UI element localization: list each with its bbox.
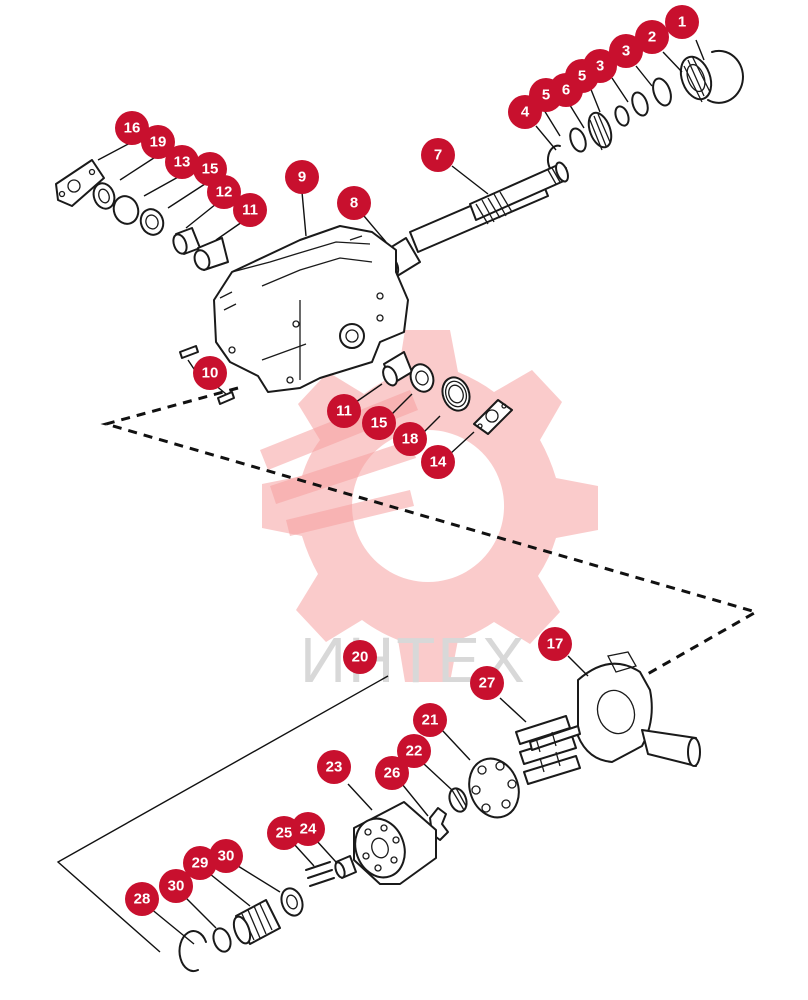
svg-text:3: 3 [622,43,630,60]
pins-part-25 [305,861,335,887]
pin-part-24 [334,855,357,879]
svg-text:13: 13 [174,154,191,171]
svg-text:11: 11 [336,403,352,420]
svg-text:26: 26 [384,765,401,782]
svg-text:5: 5 [542,87,550,104]
callout-9: 9 [285,160,319,194]
svg-text:23: 23 [326,759,343,776]
callout-4: 4 [508,95,542,129]
o-ring-part [112,195,140,225]
washer-part-15 [409,363,435,393]
callout-30-top: 30 [209,839,243,873]
sleeve-part-12 [172,227,201,255]
callout-29: 29 [183,846,217,880]
svg-text:4: 4 [521,104,530,121]
seal-part [92,182,116,210]
callout-2: 2 [635,20,669,54]
piston-set-part [515,715,581,785]
ball-bearing-part [441,376,471,412]
callout-18: 18 [393,422,427,456]
callout-6: 6 [549,73,583,107]
callout-10: 10 [193,356,227,390]
callout-20: 20 [343,640,377,674]
svg-text:17: 17 [547,636,564,653]
spring-washer-part-30-top [280,887,304,917]
callout-27: 27 [470,666,504,700]
callout-1: 1 [665,5,699,39]
callout-12: 12 [207,175,241,209]
svg-text:21: 21 [422,712,439,729]
svg-text:5: 5 [578,68,586,85]
drive-shaft-part [409,161,569,253]
bearing-part [679,55,713,103]
bushing-part-11-bottom [382,351,413,387]
snap-ring-part-28 [178,930,207,973]
thrust-bearing-part [587,111,613,151]
svg-text:3: 3 [596,58,604,75]
callout-11-top: 11 [233,193,267,227]
snap-ring-part [707,49,744,104]
svg-text:24: 24 [300,821,317,838]
callout-14: 14 [421,445,455,479]
svg-text:20: 20 [352,649,369,666]
rear-flange-part [473,399,513,435]
leader-lines [97,39,705,945]
group-bracket-line [56,675,389,953]
svg-text:15: 15 [202,161,219,178]
svg-text:18: 18 [402,431,419,448]
callout-30-bottom: 30 [159,869,193,903]
callout-24: 24 [291,812,325,846]
callout-17: 17 [538,627,572,661]
pump-housing-part [213,225,409,393]
mounting-flange-part [55,159,105,207]
dowel-pins-part [179,345,235,405]
callout-21: 21 [413,703,447,737]
callout-22: 22 [397,734,431,768]
swashplate-part [577,651,701,767]
callout-23: 23 [317,750,351,784]
svg-text:15: 15 [371,415,388,432]
svg-text:9: 9 [298,169,306,186]
assembly-dashed-line [100,386,760,678]
callout-11-bottom: 11 [327,394,361,428]
svg-text:12: 12 [216,184,233,201]
svg-text:29: 29 [192,855,209,872]
svg-text:28: 28 [134,891,151,908]
washer-part [614,77,672,127]
callout-8: 8 [337,186,371,220]
svg-text:8: 8 [350,195,358,212]
svg-text:1: 1 [678,14,686,31]
callout-15-bottom: 15 [362,406,396,440]
spacer-part [139,208,165,236]
svg-text:30: 30 [218,848,235,865]
svg-text:2: 2 [648,29,656,46]
svg-text:16: 16 [124,120,141,137]
bushing-part-11-top [193,237,229,271]
svg-text:25: 25 [276,825,293,842]
callout-19: 19 [141,125,175,159]
svg-text:22: 22 [406,743,423,760]
callout-3-second: 3 [609,34,643,68]
callout-13: 13 [165,145,199,179]
retainer-plate-part [468,757,520,819]
svg-text:19: 19 [150,134,167,151]
callout-28: 28 [125,882,159,916]
spherical-bushing-part [448,787,468,813]
spring-part [232,899,281,945]
svg-text:30: 30 [168,878,185,895]
svg-text:27: 27 [479,675,496,692]
svg-text:14: 14 [430,454,447,471]
spring-washer-part-30-bottom [212,927,232,953]
svg-text:7: 7 [434,147,442,164]
svg-text:6: 6 [562,82,570,99]
callout-7: 7 [421,138,455,172]
callout-26: 26 [375,756,409,790]
svg-text:11: 11 [242,202,258,219]
cylinder-barrel-part [353,801,437,885]
callout-16: 16 [115,111,149,145]
svg-text:10: 10 [202,365,219,382]
